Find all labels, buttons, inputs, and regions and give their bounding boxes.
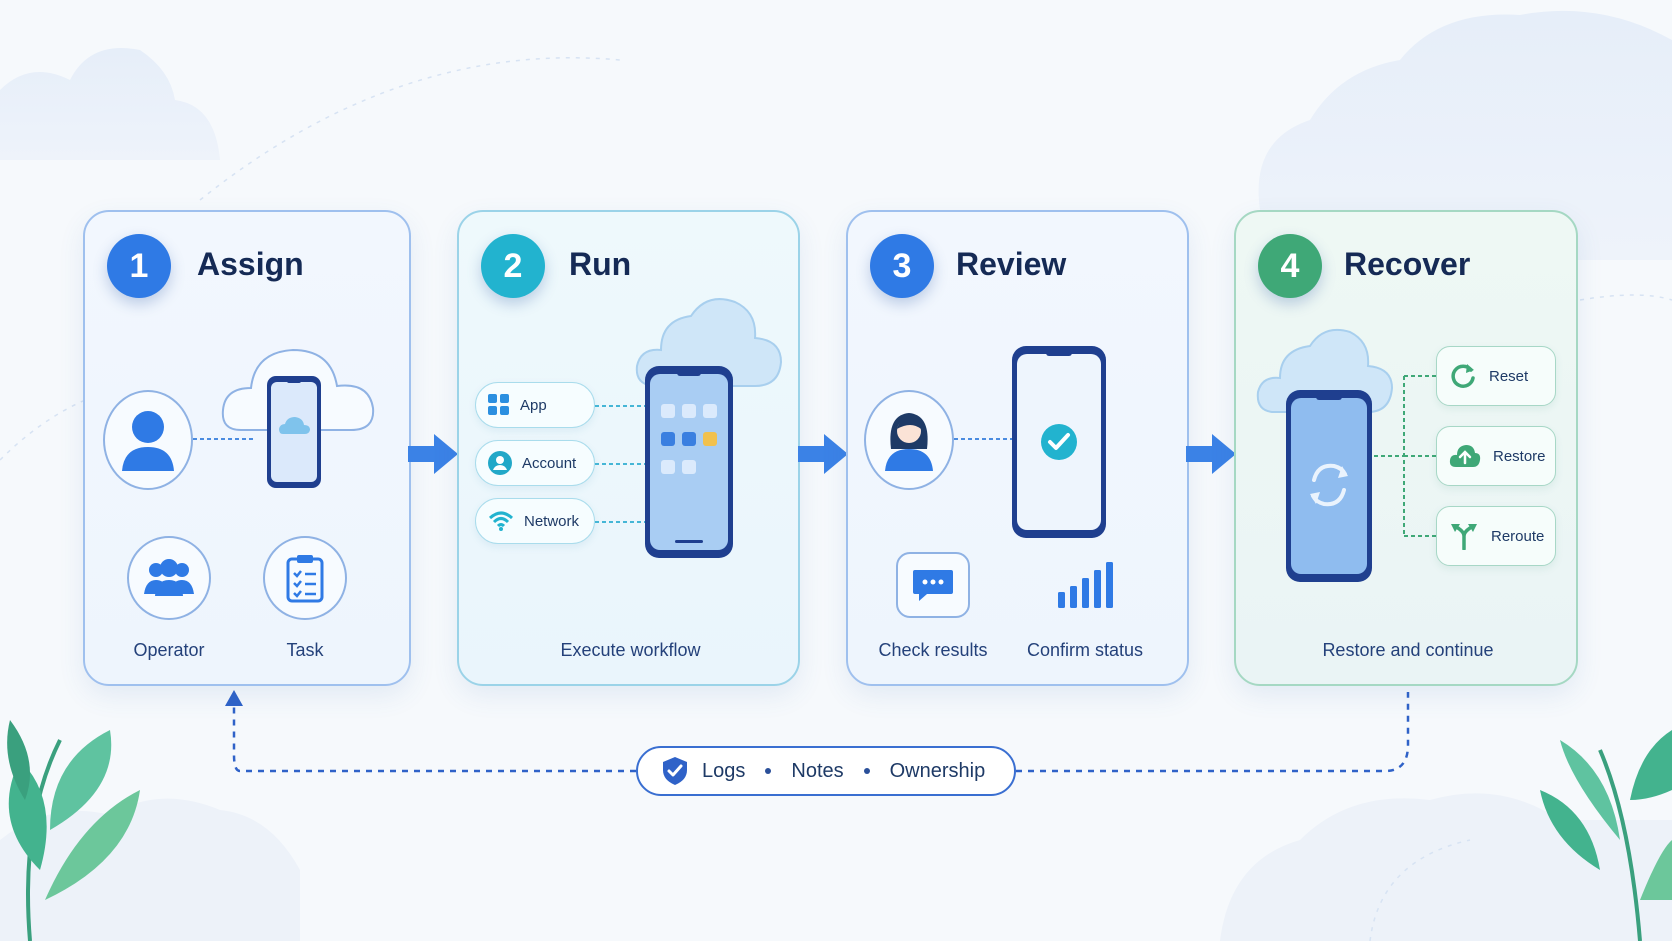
step-card-recover: 4 Recover Reset Restore Reroute Restore … xyxy=(1234,210,1578,686)
arrow-right-icon xyxy=(408,434,458,474)
option-restore[interactable]: Restore xyxy=(1436,426,1556,486)
signal-bars-icon xyxy=(1058,562,1113,608)
connector-line xyxy=(954,438,1012,440)
footer-item-ownership: Ownership xyxy=(889,759,986,782)
item-label: Network xyxy=(524,512,580,530)
caption-restore-and-continue: Restore and continue xyxy=(1322,640,1494,660)
item-label: Account xyxy=(522,454,577,472)
option-label: Reroute xyxy=(1491,527,1545,545)
cloud-icon xyxy=(635,298,783,387)
user-icon xyxy=(103,390,193,490)
caption-operator: Operator xyxy=(133,640,205,660)
item-app: App xyxy=(475,382,595,428)
connector-lines xyxy=(595,405,645,523)
footer-item-notes: Notes xyxy=(791,759,844,782)
step-title: Run xyxy=(569,246,632,282)
item-account: Account xyxy=(475,440,595,486)
phone-icon xyxy=(1286,390,1372,582)
separator-dot xyxy=(765,768,772,774)
caption-execute-workflow: Execute workflow xyxy=(560,640,701,660)
phone-icon xyxy=(1012,346,1106,538)
branch-connector xyxy=(1374,375,1436,537)
group-icon xyxy=(127,536,211,620)
option-label: Reset xyxy=(1489,367,1529,385)
reset-icon xyxy=(1451,364,1475,388)
option-label: Restore xyxy=(1493,447,1546,465)
step-number-badge: 4 xyxy=(1258,234,1322,298)
fork-icon xyxy=(1451,524,1477,550)
shield-check-icon xyxy=(663,757,687,785)
footer-item-logs: Logs xyxy=(702,759,746,782)
phone-icon xyxy=(645,366,733,558)
step-number-badge: 2 xyxy=(481,234,545,298)
arrow-up-icon xyxy=(225,690,243,706)
option-reset[interactable]: Reset xyxy=(1436,346,1556,406)
arrow-right-icon xyxy=(798,434,848,474)
step-number-badge: 1 xyxy=(107,234,171,298)
leaf-icon xyxy=(1540,730,1672,941)
grid-icon xyxy=(488,394,509,415)
user-icon xyxy=(488,451,512,475)
cloud-upload-icon xyxy=(1449,445,1481,467)
phone-icon xyxy=(267,376,321,488)
step-title: Assign xyxy=(197,246,304,282)
arrow-right-icon xyxy=(1186,434,1236,474)
step-number-badge: 3 xyxy=(870,234,934,298)
leaf-icon xyxy=(7,720,140,941)
item-network: Network xyxy=(475,498,595,544)
wifi-icon xyxy=(488,511,514,531)
step-title: Review xyxy=(956,246,1067,282)
caption-confirm-status: Confirm status xyxy=(1026,640,1144,660)
step-card-review: 3 Review Check results Confirm status xyxy=(846,210,1189,686)
chat-icon xyxy=(896,552,970,618)
step-title: Recover xyxy=(1344,246,1471,282)
caption-check-results: Check results xyxy=(878,640,988,660)
step-card-assign: 1 Assign Operator Task xyxy=(83,210,411,686)
option-reroute[interactable]: Reroute xyxy=(1436,506,1556,566)
reviewer-avatar xyxy=(864,390,954,490)
caption-task: Task xyxy=(286,640,324,660)
connector-line xyxy=(193,438,253,440)
footer-legend: Logs Notes Ownership xyxy=(636,746,1016,796)
step-card-run: 2 Run App Account Network Execute workfl… xyxy=(457,210,800,686)
item-label: App xyxy=(520,396,547,414)
clipboard-icon xyxy=(263,536,347,620)
separator-dot xyxy=(863,768,870,774)
